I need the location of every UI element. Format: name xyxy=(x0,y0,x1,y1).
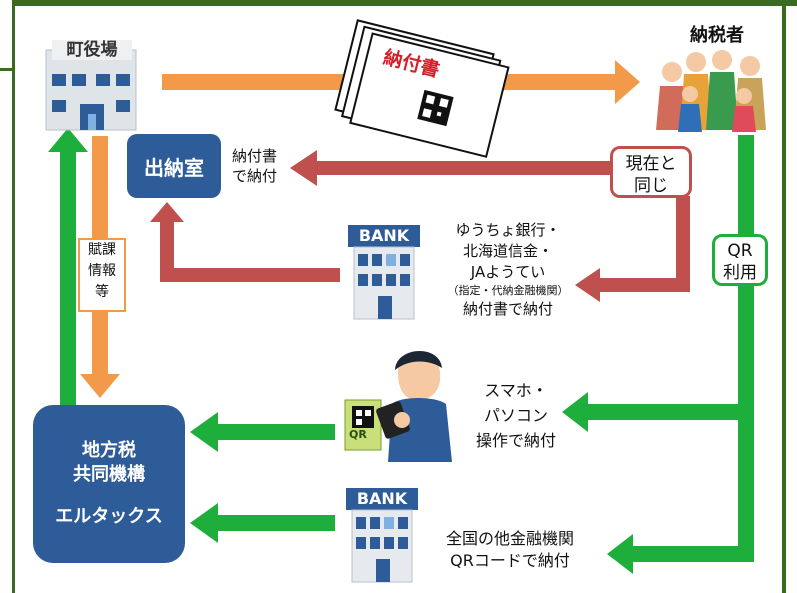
qr-card-label: QR xyxy=(349,428,367,441)
smartphone-line-3: 操作で納付 xyxy=(475,431,556,450)
slip-payment-line-1: 納付書 xyxy=(232,147,278,165)
eltax-line-2: 共同機構 xyxy=(73,464,145,485)
bank-sign-2: BANK xyxy=(356,489,408,508)
same-as-now-badge: 現在と 同じ xyxy=(610,146,692,198)
designated-banks-label: ゆうちょ銀行・ 北海道信金・ JAようてい （指定・代納金融機関） 納付書で納付 xyxy=(428,220,588,320)
bank-building-icon-2 xyxy=(346,488,418,583)
qr-use-line-2: 利用 xyxy=(723,263,757,283)
bank-building-icon-1 xyxy=(348,225,420,320)
other-banks-line-1: 全国の他金融機関 xyxy=(445,529,574,548)
green-arrow-eltax-top xyxy=(190,412,335,452)
smartphone-payment-label: スマホ・ パソコン 操作で納付 xyxy=(456,378,576,453)
other-banks-label: 全国の他金融機関 QRコードで納付 xyxy=(430,528,590,572)
family-icon xyxy=(656,50,766,132)
taxpayer-label: 納税者 xyxy=(690,25,744,46)
assessment-line-2: 情報 xyxy=(88,263,116,279)
frame-top-line xyxy=(12,0,797,6)
other-banks-line-2: QRコードで納付 xyxy=(450,551,570,570)
green-arrow-eltax-bottom xyxy=(190,503,335,543)
cashier-label: 出納室 xyxy=(144,155,204,180)
town-hall-icon xyxy=(45,49,137,131)
frame-left-line xyxy=(12,0,15,593)
green-arrow-up xyxy=(48,128,88,405)
green-qr-trunk xyxy=(562,135,754,574)
designated-line-2: 北海道信金・ xyxy=(462,242,553,260)
red-arrow-bank xyxy=(150,196,690,302)
same-as-now-line-1: 現在と xyxy=(625,154,677,174)
red-arrow-cashier xyxy=(290,150,615,186)
qr-use-badge: QR 利用 xyxy=(712,234,768,286)
frame-left-stub xyxy=(0,68,14,71)
eltax-line-4: エルタックス xyxy=(55,506,163,527)
smartphone-line-1: スマホ・ xyxy=(484,381,548,400)
bank-sign-1: BANK xyxy=(358,226,410,245)
person-smartphone-icon xyxy=(344,350,452,462)
designated-line-3: JAようてい xyxy=(470,263,546,281)
qr-use-line-1: QR xyxy=(727,241,753,261)
cashier-box: 出納室 xyxy=(127,134,221,198)
assessment-line-3: 等 xyxy=(95,284,109,300)
smartphone-line-2: パソコン xyxy=(483,406,548,425)
same-as-now-line-2: 同じ xyxy=(634,176,668,196)
eltax-box: 地方税 共同機構 エルタックス xyxy=(33,405,185,563)
assessment-info-box: 賦課 情報 等 xyxy=(78,238,126,312)
eltax-line-1: 地方税 xyxy=(82,440,136,461)
designated-line-5: 納付書で納付 xyxy=(462,300,553,318)
town-hall-sign: 町役場 xyxy=(52,40,132,60)
slip-payment-label: 納付書 で納付 xyxy=(232,146,277,186)
slip-payment-line-2: で納付 xyxy=(232,167,278,185)
designated-line-1: ゆうちょ銀行・ xyxy=(455,221,561,239)
frame-right-line xyxy=(782,0,786,593)
assessment-line-1: 賦課 xyxy=(88,242,116,258)
tax-slip-stack-icon xyxy=(334,19,510,158)
designated-line-4: （指定・代納金融機関） xyxy=(447,284,569,297)
